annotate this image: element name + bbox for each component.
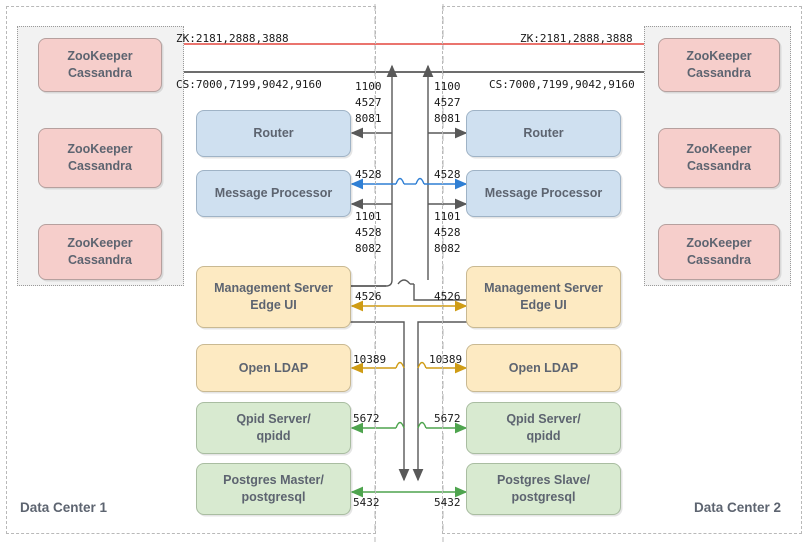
port-label-router-left-3: 8081	[355, 112, 382, 125]
port-label-postgres-right: 5432	[434, 496, 461, 509]
node-line1: Open LDAP	[508, 360, 579, 375]
node-line2: Cassandra	[68, 66, 132, 80]
node-line2: Edge UI	[250, 298, 297, 312]
datacenter-2-frame	[442, 6, 802, 534]
node-line1: Open LDAP	[238, 360, 309, 375]
node-message-processor-right[interactable]: Message Processor	[466, 170, 621, 217]
node-zookeeper-cassandra-1-left[interactable]: ZooKeeper Cassandra	[38, 38, 162, 92]
node-line2: Cassandra	[687, 159, 751, 173]
port-label-mp-bottom-left-2: 4528	[355, 226, 382, 239]
port-label-ldap-left: 10389	[353, 353, 387, 366]
node-management-server-left[interactable]: Management Server Edge UI	[196, 266, 351, 328]
node-line2: postgresql	[511, 490, 576, 504]
node-zookeeper-cassandra-1-right[interactable]: ZooKeeper Cassandra	[658, 38, 780, 92]
node-line2: Cassandra	[68, 253, 132, 267]
node-line2: qpidd	[526, 429, 561, 443]
port-label-mp-bottom-left-3: 8082	[355, 242, 382, 255]
node-open-ldap-left[interactable]: Open LDAP	[196, 344, 351, 392]
port-label-mp-bottom-right-2: 4528	[434, 226, 461, 239]
node-line1: ZooKeeper	[67, 49, 133, 64]
node-line2: Cassandra	[687, 66, 751, 80]
node-line1: Management Server	[484, 281, 603, 296]
node-zookeeper-cassandra-2-right[interactable]: ZooKeeper Cassandra	[658, 128, 780, 188]
node-open-ldap-right[interactable]: Open LDAP	[466, 344, 621, 392]
node-router-right[interactable]: Router	[466, 110, 621, 157]
node-zookeeper-cassandra-3-left[interactable]: ZooKeeper Cassandra	[38, 224, 162, 280]
node-message-processor-left[interactable]: Message Processor	[196, 170, 351, 217]
node-postgres-right[interactable]: Postgres Slave/ postgresql	[466, 463, 621, 515]
node-postgres-left[interactable]: Postgres Master/ postgresql	[196, 463, 351, 515]
node-line1: Router	[253, 126, 294, 141]
node-line2: Edge UI	[520, 298, 567, 312]
node-line2: Cassandra	[687, 253, 751, 267]
node-line2: postgresql	[241, 490, 306, 504]
port-label-postgres-left: 5432	[353, 496, 380, 509]
node-line1: Postgres Slave/	[496, 473, 591, 488]
port-label-ldap-right: 10389	[429, 353, 463, 366]
node-line1: Message Processor	[484, 186, 603, 201]
node-zookeeper-cassandra-2-left[interactable]: ZooKeeper Cassandra	[38, 128, 162, 188]
port-label-router-right-3: 8081	[434, 112, 461, 125]
port-label-qpid-left: 5672	[353, 412, 380, 425]
datacenter-1-label: Data Center 1	[20, 500, 108, 515]
node-line1: Postgres Master/	[223, 473, 324, 488]
port-label-router-left-1: 1100	[355, 80, 382, 93]
node-line1: ZooKeeper	[67, 236, 133, 251]
node-zookeeper-cassandra-3-right[interactable]: ZooKeeper Cassandra	[658, 224, 780, 280]
node-line1: Qpid Server/	[236, 412, 311, 427]
port-label-zk-right: ZK:2181,2888,3888	[520, 32, 633, 45]
port-label-cs-right: CS:7000,7199,9042,9160	[489, 78, 635, 91]
port-label-ms-left: 4526	[355, 290, 382, 303]
node-line1: ZooKeeper	[686, 49, 752, 64]
port-label-router-right-1: 1100	[434, 80, 461, 93]
port-label-mp-bottom-left-1: 1101	[355, 210, 382, 223]
port-label-mp-top-left: 4528	[355, 168, 382, 181]
port-label-mp-bottom-right-1: 1101	[434, 210, 461, 223]
node-line1: Message Processor	[214, 186, 333, 201]
port-label-router-right-2: 4527	[434, 96, 461, 109]
node-line1: ZooKeeper	[686, 142, 752, 157]
node-line1: ZooKeeper	[67, 142, 133, 157]
port-label-mp-bottom-right-3: 8082	[434, 242, 461, 255]
node-line1: Router	[523, 126, 564, 141]
node-qpid-server-left[interactable]: Qpid Server/ qpidd	[196, 402, 351, 454]
port-label-router-left-2: 4527	[355, 96, 382, 109]
node-qpid-server-right[interactable]: Qpid Server/ qpidd	[466, 402, 621, 454]
node-line2: qpidd	[256, 429, 291, 443]
datacenter-1-frame	[6, 6, 376, 534]
node-line1: Management Server	[214, 281, 333, 296]
port-label-cs-left: CS:7000,7199,9042,9160	[176, 78, 322, 91]
port-label-zk-left: ZK:2181,2888,3888	[176, 32, 289, 45]
node-line2: Cassandra	[68, 159, 132, 173]
node-management-server-right[interactable]: Management Server Edge UI	[466, 266, 621, 328]
port-label-ms-right: 4526	[434, 290, 461, 303]
datacenter-2-label: Data Center 2	[694, 500, 782, 515]
node-line1: Qpid Server/	[506, 412, 581, 427]
port-label-qpid-right: 5672	[434, 412, 461, 425]
port-label-mp-top-right: 4528	[434, 168, 461, 181]
node-router-left[interactable]: Router	[196, 110, 351, 157]
node-line1: ZooKeeper	[686, 236, 752, 251]
